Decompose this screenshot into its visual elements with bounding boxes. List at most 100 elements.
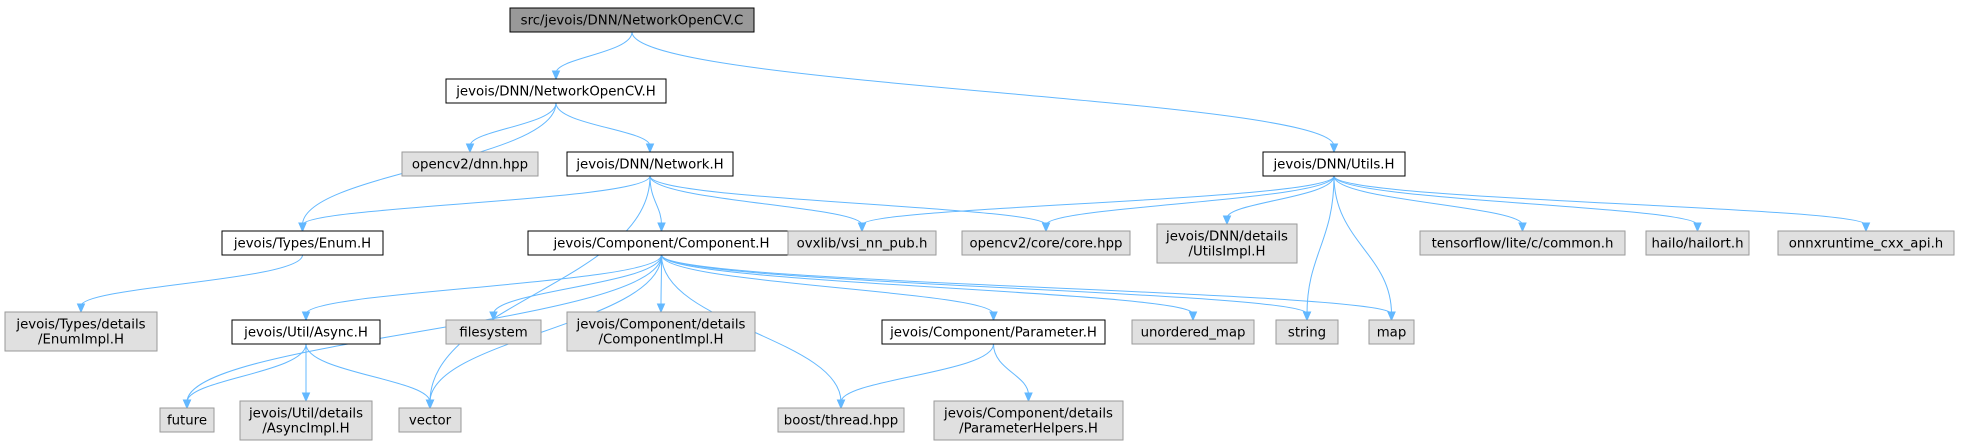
node-jevois-dnn-network-h[interactable]: jevois/DNN/Network.H (566, 151, 734, 177)
node-label: vector (409, 414, 452, 429)
node-box (231, 319, 381, 345)
edge-n2-to-n12 (1333, 175, 1871, 233)
node-box (933, 400, 1124, 441)
node-label: jevois/Util/Async.H (243, 326, 368, 341)
edge-n14-to-n23 (305, 343, 435, 410)
edge-n2-to-n7 (857, 175, 1335, 233)
edge-n3-to-n23 (425, 175, 651, 410)
node-box (1645, 230, 1750, 256)
node-label: /AsyncImpl.H (262, 422, 349, 437)
node-box (566, 311, 756, 352)
node-label: /UtilsImpl.H (1189, 245, 1266, 260)
node-box (398, 407, 462, 433)
node-jevois-util-async-h[interactable]: jevois/Util/Async.H (231, 319, 381, 345)
node-jevois-util-details-asyncimpl-h[interactable]: jevois/Util/details/AsyncImpl.H (239, 400, 373, 441)
edge-n0-to-n1 (551, 31, 633, 81)
edge-n6-to-n14 (301, 254, 662, 322)
edge-n0-to-n2 (631, 31, 1339, 154)
node-label: jevois/DNN/Utils.H (1272, 158, 1394, 173)
node-box (1131, 319, 1255, 345)
edge-n2-to-n20 (1333, 175, 1396, 322)
node-tensorflow-lite-c-common-h[interactable]: tensorflow/lite/c/common.h (1419, 230, 1626, 256)
node-box (1777, 230, 1955, 256)
node-vector[interactable]: vector (398, 407, 462, 433)
edge-n3-to-n6 (649, 175, 666, 233)
node-label: ovxlib/vsi_nn_pub.h (797, 237, 928, 252)
node-jevois-types-details-enumimpl-h[interactable]: jevois/Types/details/EnumImpl.H (4, 311, 158, 352)
node-label: jevois/Types/details (15, 318, 145, 333)
edge-n2-to-n8 (1041, 175, 1335, 233)
node-label: src/jevois/DNN/NetworkOpenCV.C (521, 14, 744, 29)
edge-n6-to-n20 (661, 254, 1396, 322)
node-jevois-component-component-h[interactable]: jevois/Component/Component.H (527, 230, 796, 256)
node-opencv2-core-core-hpp[interactable]: opencv2/core/core.hpp (961, 230, 1131, 256)
node-src-jevois-dnn-networkopencv-c[interactable]: src/jevois/DNN/NetworkOpenCV.C (509, 7, 755, 33)
node-label: jevois/Util/details (248, 407, 363, 422)
node-label: filesystem (459, 326, 527, 341)
node-label: jevois/Component/details (943, 407, 1113, 422)
node-boost-thread-hpp[interactable]: boost/thread.hpp (777, 407, 905, 433)
node-box (961, 230, 1131, 256)
node-box (4, 311, 158, 352)
edge-n2-to-n11 (1333, 175, 1702, 233)
edge-n1-to-n4 (465, 102, 557, 154)
node-box (401, 151, 539, 177)
node-label: jevois/Component/Parameter.H (889, 326, 1097, 341)
node-label: /EnumImpl.H (38, 333, 124, 348)
node-map[interactable]: map (1368, 319, 1415, 345)
node-label: map (1377, 326, 1407, 341)
node-label: jevois/Component/details (576, 318, 746, 333)
node-label: jevois/Component/Component.H (552, 237, 769, 252)
node-label: hailo/hailort.h (1651, 237, 1743, 252)
edge-n17-to-n24 (836, 343, 994, 410)
node-box (1156, 223, 1298, 264)
edge-n2-to-n19 (1302, 175, 1335, 322)
node-box (509, 7, 755, 33)
node-label: opencv2/dnn.hpp (412, 158, 528, 173)
edge-n2-to-n9 (1222, 175, 1335, 226)
node-box (239, 400, 373, 441)
node-unordered-map[interactable]: unordered_map (1131, 319, 1255, 345)
node-box (1368, 319, 1415, 345)
node-opencv2-dnn-hpp[interactable]: opencv2/dnn.hpp (401, 151, 539, 177)
edge-n17-to-n25 (993, 343, 1033, 403)
node-jevois-types-enum-h[interactable]: jevois/Types/Enum.H (221, 230, 384, 256)
node-box (1262, 151, 1406, 177)
edge-n6-to-n15 (489, 254, 662, 322)
node-label: jevois/DNN/Network.H (575, 158, 723, 173)
edge-n6-to-n17 (661, 254, 998, 322)
node-future[interactable]: future (159, 407, 215, 433)
node-string[interactable]: string (1275, 319, 1339, 345)
node-onnxruntime-cxx-api-h[interactable]: onnxruntime_cxx_api.h (1777, 230, 1955, 256)
edge-n3-to-n5 (298, 175, 651, 233)
node-jevois-dnn-utils-h[interactable]: jevois/DNN/Utils.H (1262, 151, 1406, 177)
node-box (777, 407, 905, 433)
node-label: jevois/Types/Enum.H (233, 237, 371, 252)
node-box (445, 319, 542, 345)
node-label: unordered_map (1141, 326, 1246, 341)
node-label: string (1288, 326, 1326, 341)
node-jevois-component-details-componentimpl-h[interactable]: jevois/Component/details/ComponentImpl.H (566, 311, 756, 352)
node-box (1275, 319, 1339, 345)
node-jevois-component-details-parameterhelpers-h[interactable]: jevois/Component/details/ParameterHelper… (933, 400, 1124, 441)
node-filesystem[interactable]: filesystem (445, 319, 542, 345)
node-jevois-dnn-details-utilsimpl-h[interactable]: jevois/DNN/details/UtilsImpl.H (1156, 223, 1298, 264)
edge-n2-to-n10 (1333, 175, 1527, 233)
edge-n3-to-n8 (649, 175, 1051, 233)
node-label: /ParameterHelpers.H (959, 422, 1098, 437)
node-label: /ComponentImpl.H (599, 333, 724, 348)
edge-n6-to-n18 (661, 254, 1198, 322)
node-jevois-component-parameter-h[interactable]: jevois/Component/Parameter.H (881, 319, 1106, 345)
node-box (881, 319, 1106, 345)
node-label: onnxruntime_cxx_api.h (1789, 237, 1944, 252)
edge-n5-to-n13 (76, 254, 303, 314)
node-box (445, 78, 667, 104)
node-label: jevois/DNN/NetworkOpenCV.H (455, 85, 656, 100)
node-box (527, 230, 796, 256)
edge-n14-to-n22 (301, 344, 311, 403)
node-jevois-dnn-networkopencv-h[interactable]: jevois/DNN/NetworkOpenCV.H (445, 78, 667, 104)
node-ovxlib-vsi-nn-pub-h[interactable]: ovxlib/vsi_nn_pub.h (787, 230, 937, 256)
node-box (566, 151, 734, 177)
edge-n1-to-n3 (555, 102, 655, 154)
node-hailo-hailort-h[interactable]: hailo/hailort.h (1645, 230, 1750, 256)
